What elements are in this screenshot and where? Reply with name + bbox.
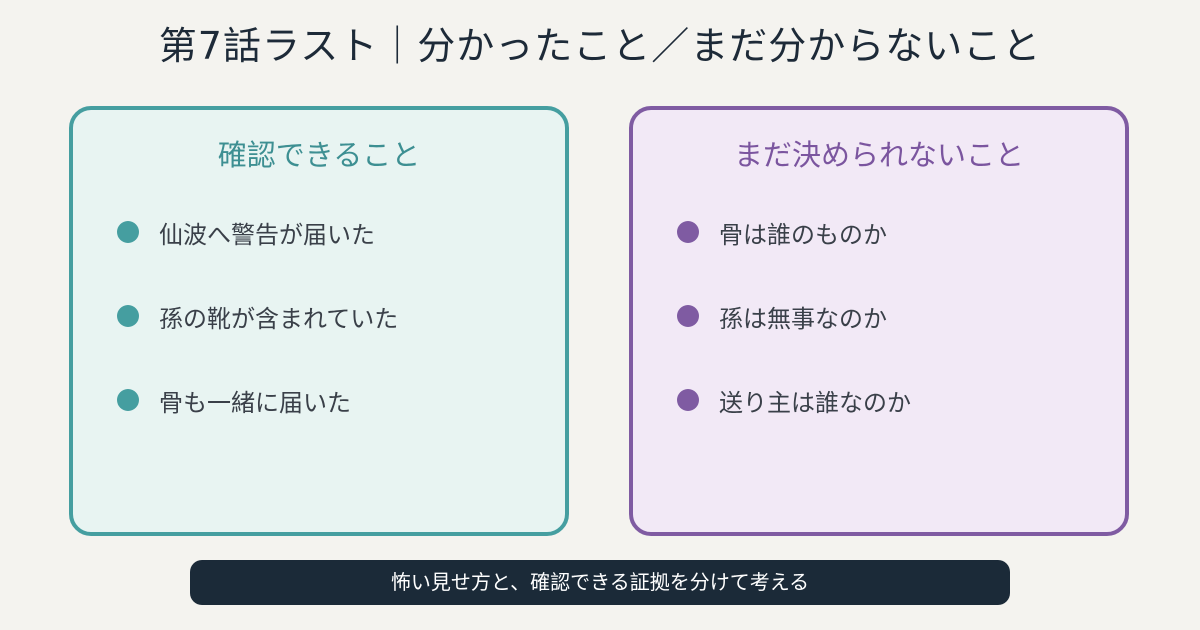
list-item-label: 骨は誰のものか — [719, 220, 887, 249]
bullet-dot-icon — [677, 389, 699, 411]
list-item-label: 孫は無事なのか — [719, 304, 887, 333]
list-item: 仙波へ警告が届いた — [117, 212, 398, 252]
confirmed-panel-heading: 確認できること — [217, 138, 421, 172]
list-item: 孫は無事なのか — [677, 296, 911, 336]
list-item: 孫の靴が含まれていた — [117, 296, 398, 336]
bullet-dot-icon — [677, 221, 699, 243]
undecided-panel-heading: まだ決められないこと — [733, 138, 1024, 172]
bullet-dot-icon — [677, 305, 699, 327]
list-item-label: 孫の靴が含まれていた — [159, 304, 399, 333]
list-item-label: 骨も一緒に届いた — [159, 388, 351, 417]
undecided-panel: まだ決められないこと 骨は誰のものか 孫は無事なのか 送り主は誰なのか — [629, 106, 1129, 536]
list-item: 骨は誰のものか — [677, 212, 911, 252]
page-title: 第7話ラスト｜分かったこと／まだ分からないこと — [158, 24, 1042, 68]
list-item-label: 送り主は誰なのか — [719, 388, 911, 417]
bullet-dot-icon — [117, 221, 139, 243]
confirmed-panel: 確認できること 仙波へ警告が届いた 孫の靴が含まれていた 骨も一緒に届いた — [69, 106, 569, 536]
list-item: 送り主は誰なのか — [677, 380, 911, 420]
footer-banner: 怖い見せ方と、確認できる証拠を分けて考える — [190, 560, 1010, 605]
list-item-label: 仙波へ警告が届いた — [159, 220, 375, 249]
bullet-dot-icon — [117, 305, 139, 327]
list-item: 骨も一緒に届いた — [117, 380, 398, 420]
undecided-list: 骨は誰のものか 孫は無事なのか 送り主は誰なのか — [677, 212, 911, 464]
bullet-dot-icon — [117, 389, 139, 411]
confirmed-list: 仙波へ警告が届いた 孫の靴が含まれていた 骨も一緒に届いた — [117, 212, 398, 464]
